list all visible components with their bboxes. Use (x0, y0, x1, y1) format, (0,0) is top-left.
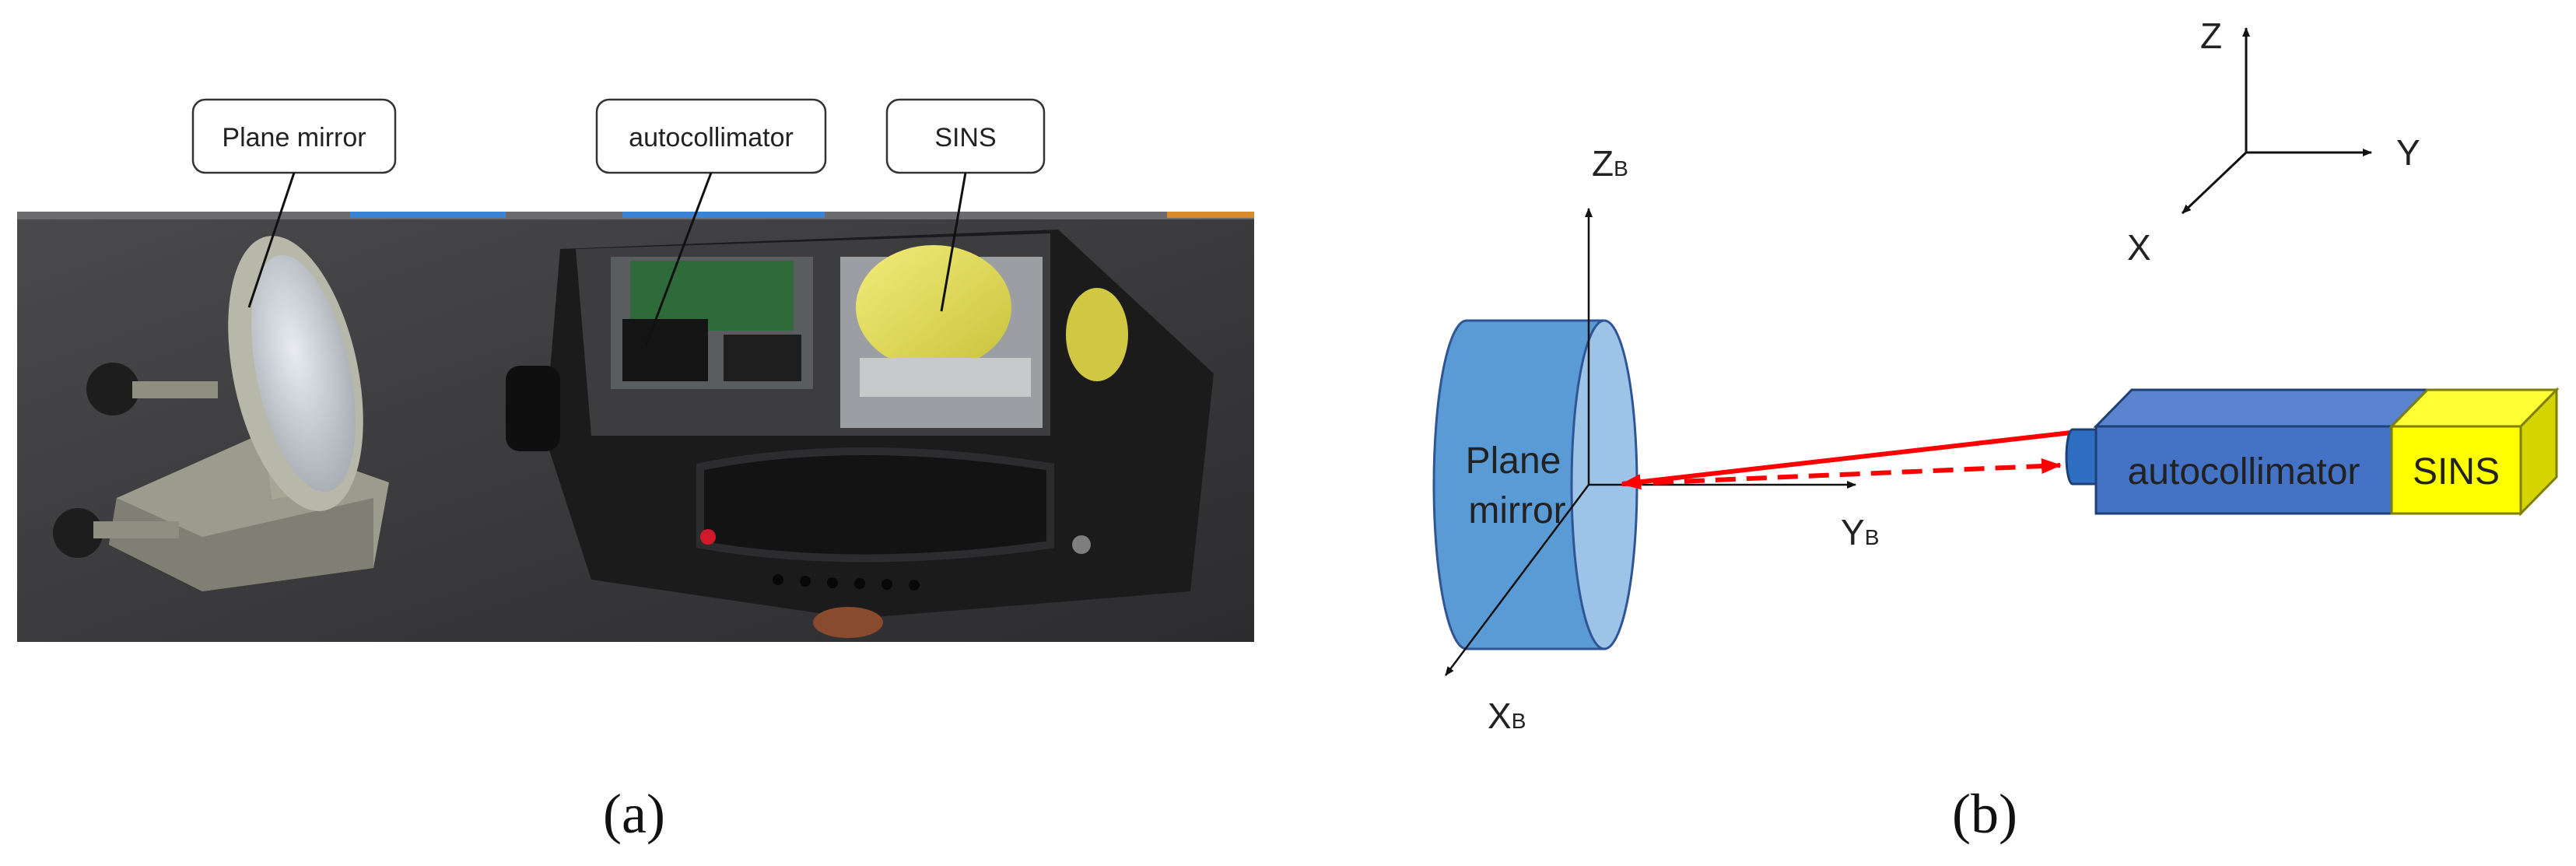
callout-autocollimator: autocollimator (595, 98, 827, 347)
mirror-label-line1: Plane (1466, 440, 1561, 482)
panel-b-diagram: Z Y X Plane mirror ZB YB XB (1432, 16, 2560, 736)
world-axes: Z Y X (2127, 16, 2420, 268)
panel-a-photo: Plane mirror autocollimator SINS (17, 98, 1254, 642)
reflected-beam (1621, 458, 2062, 486)
incident-beam (1621, 430, 2072, 490)
light-beams (1621, 430, 2072, 490)
photo-plane-mirror (53, 236, 389, 591)
mirror-label-line2: mirror (1468, 490, 1565, 531)
callout-sins-text: SINS (934, 123, 996, 153)
autocollimator-sins-box: autocollimator SINS (2065, 387, 2560, 517)
callout-plane-mirror-text: Plane mirror (222, 123, 366, 153)
body-axis-z-label: ZB (1592, 143, 1628, 184)
caption-b: (b) (1952, 783, 2017, 845)
world-axis-y-label: Y (2396, 132, 2420, 173)
body-axis-x-label: XB (1488, 696, 1526, 736)
photo-sins-enclosure (506, 230, 1214, 638)
callout-plane-mirror: Plane mirror (191, 98, 397, 308)
sins-label: SINS (2413, 451, 2500, 493)
caption-a: (a) (603, 783, 665, 845)
body-axis-y-label: YB (1841, 512, 1879, 552)
world-axis-z-label: Z (2200, 16, 2222, 56)
callout-autocollimator-text: autocollimator (629, 123, 794, 153)
world-axis-x-label: X (2127, 227, 2151, 268)
autocollimator-label: autocollimator (2128, 451, 2360, 493)
body-axes: ZB YB XB (1445, 143, 1879, 736)
callout-sins: SINS (885, 98, 1046, 312)
